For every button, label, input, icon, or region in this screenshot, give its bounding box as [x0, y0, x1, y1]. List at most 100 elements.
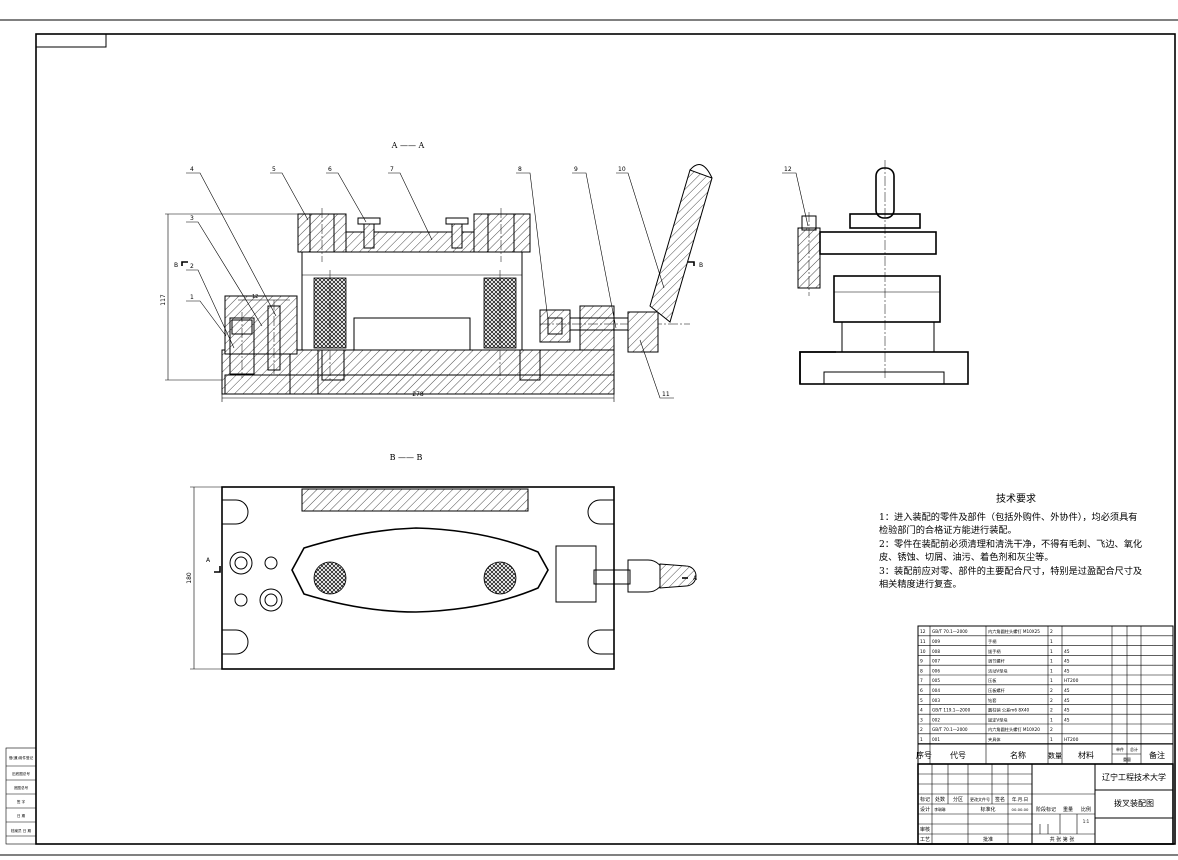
bom-cell-code: 006 — [932, 668, 940, 673]
left-binding-strip: 借(通)用件登记 旧底图总号 底图总号 签 字 日 期 档案员 日 期 — [5, 747, 37, 845]
svg-text:12: 12 — [252, 294, 258, 300]
movable-v-block — [539, 309, 571, 343]
bom-cell-name: 内六角圆柱头螺钉 M10X20 — [988, 726, 1040, 733]
bom-cell-code: GB/T 70.1—2000 — [932, 629, 968, 634]
section-mark-b-right: B — [699, 262, 703, 269]
tech-req-line-5: 3：装配前应对零、部件的主要配合尺寸，特别是过盈配合尺寸及 — [879, 565, 1142, 577]
strip-label-2: 旧底图总号 — [12, 771, 30, 776]
design-date: 00.00.00 — [1012, 807, 1029, 812]
dimension-width: 180 — [186, 486, 222, 670]
tech-req-line-3: 2：零件在装配前必须清理和清洗干净，不得有毛刺、飞边、氧化 — [879, 538, 1142, 550]
view-section-aa: A —— A — [160, 141, 809, 402]
bom-row: 11 009 手柄 1 — [920, 638, 1053, 645]
bom-cell-code: 003 — [932, 698, 940, 703]
balloon-6: 6 — [328, 166, 332, 173]
bom-cell-code: 002 — [932, 717, 940, 722]
bom-cell-material: 45 — [1064, 717, 1070, 723]
balloon-5: 5 — [272, 166, 276, 173]
view-section-bb: B —— B A A 180 — [186, 453, 698, 670]
bom-header-unit-weight: 单件 — [1116, 746, 1124, 752]
fork-workpiece-plan — [291, 527, 549, 613]
label-scale: 比例 — [1081, 806, 1091, 813]
bom-cell-no: 2 — [920, 727, 923, 733]
bom-cell-no: 8 — [920, 668, 923, 674]
bom-header-material: 材料 — [1078, 750, 1094, 760]
section-aa-title: A —— A — [391, 141, 425, 150]
hand-lever — [649, 169, 713, 323]
bom-cell-code: 008 — [932, 649, 940, 654]
svg-text:278: 278 — [412, 391, 424, 398]
title-block: 辽宁工程技术大学 拨叉装配图 标记 处数 分区 更改文件号 签名 年.月.日 设… — [917, 763, 1174, 845]
label-stage-mark: 阶段标记 — [1036, 806, 1056, 813]
svg-text:117: 117 — [160, 294, 167, 306]
dimension-height: 117 — [160, 213, 300, 381]
bom-cell-no: 5 — [920, 698, 923, 704]
clamp-screw-left — [357, 217, 381, 225]
bom-cell-material: 45 — [1064, 688, 1070, 694]
bom-cell-no: 6 — [920, 688, 923, 694]
bom-cell-name: 内六角圆柱头螺钉 M10X25 — [988, 628, 1040, 635]
bom-cell-material: 45 — [1064, 668, 1070, 674]
bom-cell-code: 001 — [932, 737, 940, 742]
bom-cell-code: 009 — [932, 639, 940, 644]
bom-cell-name: 夹具体 — [988, 736, 1001, 743]
label-mark: 标记 — [920, 796, 930, 803]
balloon-7: 7 — [390, 166, 394, 173]
tech-req-line-1: 1：进入装配的零件及部件（包括外购件、外协件），均必须具有 — [879, 511, 1138, 523]
drawing-border — [35, 33, 1176, 845]
bom-cell-code: GB/T 119.1—2000 — [932, 708, 971, 713]
dimension-length: 278 — [221, 391, 615, 402]
strip-label-1: 借(通)用件登记 — [9, 755, 34, 760]
view-side — [797, 160, 969, 385]
label-change-doc: 更改文件号 — [970, 796, 990, 802]
top-hatched-strip — [301, 488, 529, 512]
code-box — [35, 33, 107, 48]
fork-boss-left — [313, 561, 347, 595]
designer-name: 李琳琳 — [934, 807, 946, 812]
bom-cell-material: 45 — [1064, 698, 1070, 704]
tech-req-line-6: 相关精度进行复查。 — [879, 578, 962, 590]
leader-lines — [186, 172, 809, 399]
fixture-body-base — [221, 349, 615, 395]
balloon-9: 9 — [574, 166, 578, 173]
bom-cell-name: 拔手柄 — [988, 648, 1001, 655]
tech-req-line-4: 皮、锈蚀、切屑、油污、着色剂和灰尘等。 — [879, 551, 1054, 563]
balloon-8: 8 — [518, 166, 522, 173]
bom-cell-qty: 1 — [1050, 639, 1053, 645]
tech-req-title: 技术要求 — [996, 492, 1036, 505]
bom-cell-name: 固定V型块 — [988, 716, 1008, 723]
section-bb-title: B —— B — [390, 453, 423, 462]
scale-value: 1:1 — [1083, 819, 1090, 824]
bom-cell-qty: 2 — [1050, 629, 1053, 635]
label-signature: 签名 — [995, 796, 1005, 803]
bom-header-no: 序号 — [916, 750, 932, 760]
bom-cell-name: 手柄 — [988, 638, 996, 645]
bom-cell-name: 调节螺杆 — [988, 658, 1006, 665]
strip-label-6: 档案员 日 期 — [11, 828, 32, 833]
university-name: 辽宁工程技术大学 — [1102, 772, 1166, 782]
section-mark-a-right: A — [693, 575, 698, 582]
strip-label-3: 底图总号 — [14, 785, 29, 790]
bom-cell-name: 钻套 — [988, 697, 997, 704]
bom-cell-material: 45 — [1064, 649, 1070, 655]
section-mark-b-left: B — [174, 262, 178, 269]
technical-requirements: 技术要求 1：进入装配的零件及部件（包括外购件、外协件），均必须具有 检验部门的… — [879, 492, 1142, 590]
bom-cell-name: 压板 — [988, 677, 997, 684]
section-mark-a-left: A — [206, 557, 211, 564]
balloon-3: 3 — [190, 215, 194, 222]
label-process: 工艺 — [920, 837, 930, 843]
bom-cell-qty: 1 — [1050, 737, 1053, 743]
balloon-1: 1 — [190, 294, 194, 301]
bom-cell-qty: 1 — [1050, 668, 1053, 674]
bom-cell-qty: 2 — [1050, 688, 1053, 694]
bom-cell-name: 圆柱销 公差m6 8X40 — [988, 707, 1030, 714]
bom-cell-no: 11 — [920, 639, 926, 645]
